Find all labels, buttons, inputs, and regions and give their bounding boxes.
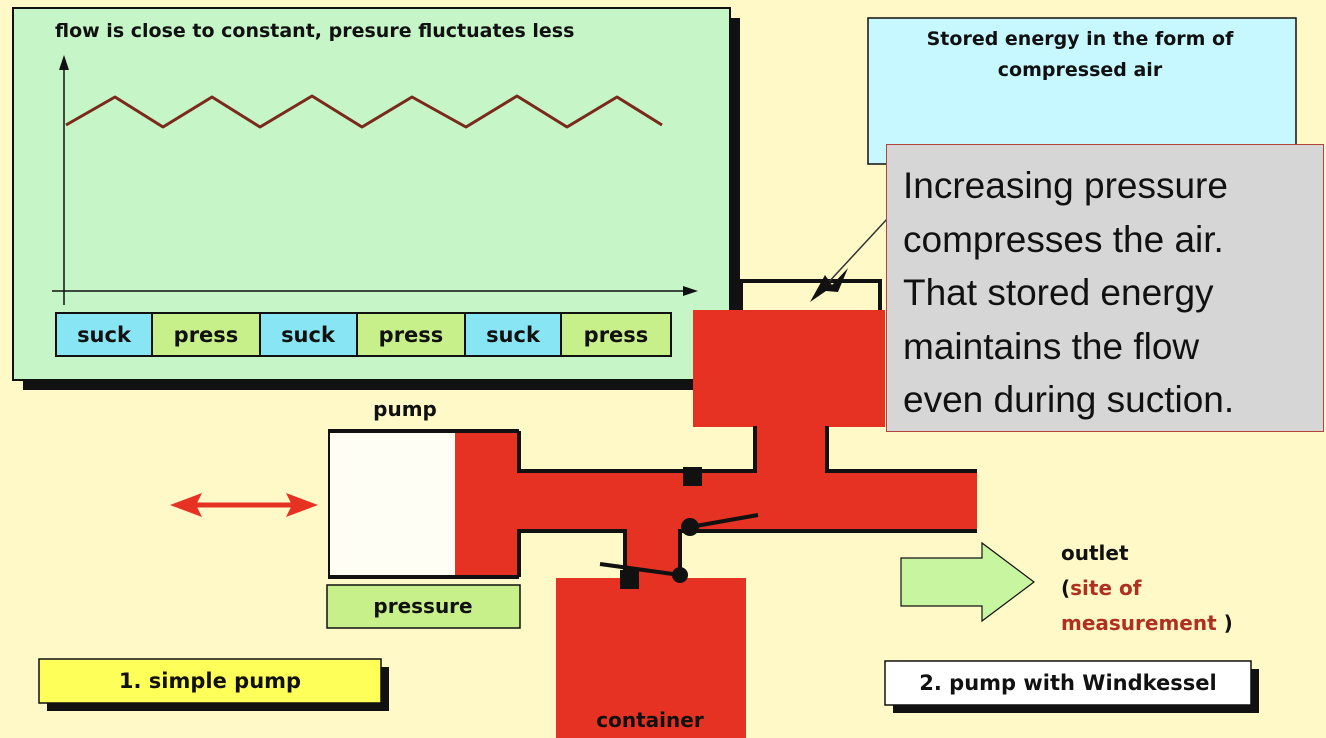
air-box-text-line2: compressed air	[998, 59, 1163, 81]
site-close-paren: )	[1217, 611, 1233, 635]
phase-row: suck press suck press suck press	[55, 312, 672, 357]
callout-line: compresses the air.	[903, 218, 1224, 260]
pump-label: pump	[373, 397, 437, 421]
site-text: site of	[1070, 576, 1142, 600]
pressure-curve	[65, 94, 663, 129]
windkessel-box	[884, 660, 1252, 706]
phase-label: suck	[77, 323, 132, 347]
outlet-label: outlet	[1061, 541, 1129, 565]
callout-line: maintains the flow	[903, 325, 1200, 367]
callout-line: That stored energy	[903, 272, 1214, 313]
windkessel-chamber	[693, 310, 885, 427]
pipe-outline-bottom-right	[678, 529, 977, 578]
container	[556, 578, 746, 738]
callout-box: Increasing pressure compresses the air. …	[886, 144, 1324, 432]
phase-label: suck	[486, 323, 541, 347]
x-axis-arrowhead	[683, 286, 698, 296]
outlet-arrow-icon	[900, 541, 1035, 623]
valve-block	[620, 570, 639, 589]
y-axis-arrowhead	[59, 55, 69, 70]
phase-box	[356, 312, 466, 357]
pipe-outline-top	[517, 426, 757, 473]
fluid-system	[455, 310, 977, 738]
valve-flap	[689, 513, 759, 529]
site-label-line1: (site of	[1061, 576, 1142, 600]
simple-pump-label: 1. simple pump	[119, 669, 301, 693]
valve-block	[683, 467, 702, 486]
piston-motion-arrow-icon	[170, 493, 318, 517]
valve-flap	[599, 562, 681, 577]
phase-box	[259, 312, 358, 357]
pump-fluid	[455, 431, 519, 577]
windkessel-label: 2. pump with Windkessel	[919, 671, 1216, 695]
outlet-pipe	[518, 471, 977, 531]
graph-title: flow is close to constant, presure fluct…	[55, 20, 574, 42]
pressure-box	[326, 584, 521, 629]
callout-line: even during suction.	[903, 379, 1235, 420]
container-label: container	[596, 708, 704, 732]
measurement-text: measurement	[1061, 611, 1217, 635]
phase-label: press	[584, 323, 649, 347]
phase-box	[560, 312, 672, 357]
simple-pump-box	[38, 658, 382, 704]
pipe-outline-bottom-left	[517, 529, 627, 578]
air-box-text-line1: Stored energy in the form of	[927, 28, 1234, 50]
site-open-paren: (	[1061, 576, 1070, 600]
phase-label: press	[174, 323, 239, 347]
site-label-line2: measurement )	[1061, 611, 1233, 635]
pump-chamber	[330, 433, 455, 575]
phase-label: suck	[281, 323, 336, 347]
callout-line: Increasing pressure	[903, 165, 1228, 206]
phase-label: press	[379, 323, 444, 347]
air-box	[867, 17, 1297, 165]
pressure-label: pressure	[373, 594, 472, 618]
air-chamber-outline	[739, 279, 882, 310]
pipe-outline-top-right	[825, 426, 977, 473]
callout-pointer-arrowhead	[810, 268, 848, 302]
windkessel-neck	[755, 426, 827, 471]
